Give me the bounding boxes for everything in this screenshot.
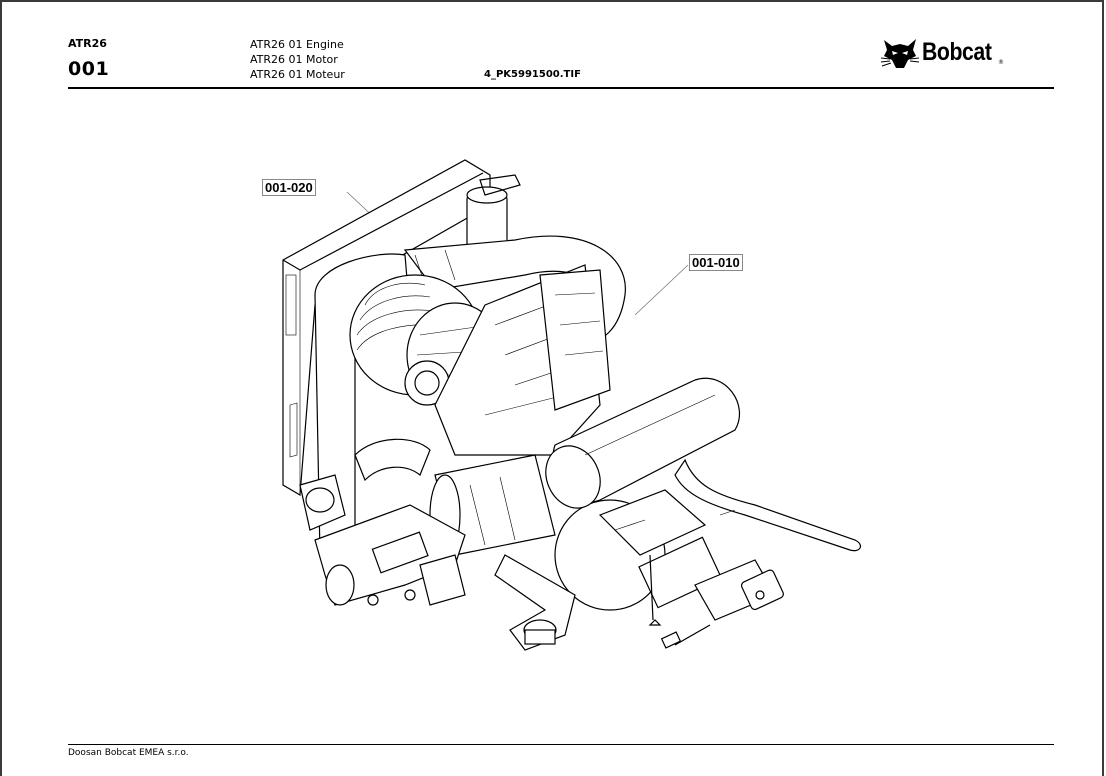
section-number: 001 (68, 58, 110, 80)
coolant-hose (354, 438, 431, 482)
registered-mark: ® (998, 59, 1004, 66)
image-filename: 4_PK5991500.TIF (484, 69, 581, 80)
mounting-brackets (299, 474, 576, 651)
brand-logo-text: Bobcat (922, 38, 992, 66)
engine-block (434, 264, 611, 456)
callout-001-010[interactable]: 001-010 (689, 254, 743, 271)
radiator (282, 159, 491, 497)
callout-001-020[interactable]: 001-020 (262, 179, 316, 196)
footer-rule (68, 744, 1054, 745)
hydraulic-pump (598, 489, 784, 649)
bobcat-head-icon (880, 39, 920, 68)
model-code: ATR26 (68, 37, 107, 50)
fuel-filter (466, 174, 521, 256)
title-english: ATR26 01 Engine (250, 38, 344, 51)
muffler (545, 377, 741, 509)
leader-line-010 (634, 264, 689, 316)
title-german: ATR26 01 Motor (250, 53, 338, 66)
header-rule (68, 87, 1054, 89)
footer-company: Doosan Bobcat EMEA s.r.o. (68, 748, 189, 758)
section-titles: ATR26 01 Engine ATR26 01 Motor ATR26 01 … (250, 37, 345, 82)
exhaust-tailpipe (674, 458, 862, 552)
title-french: ATR26 01 Moteur (250, 68, 345, 81)
engine-illustration (282, 159, 862, 651)
